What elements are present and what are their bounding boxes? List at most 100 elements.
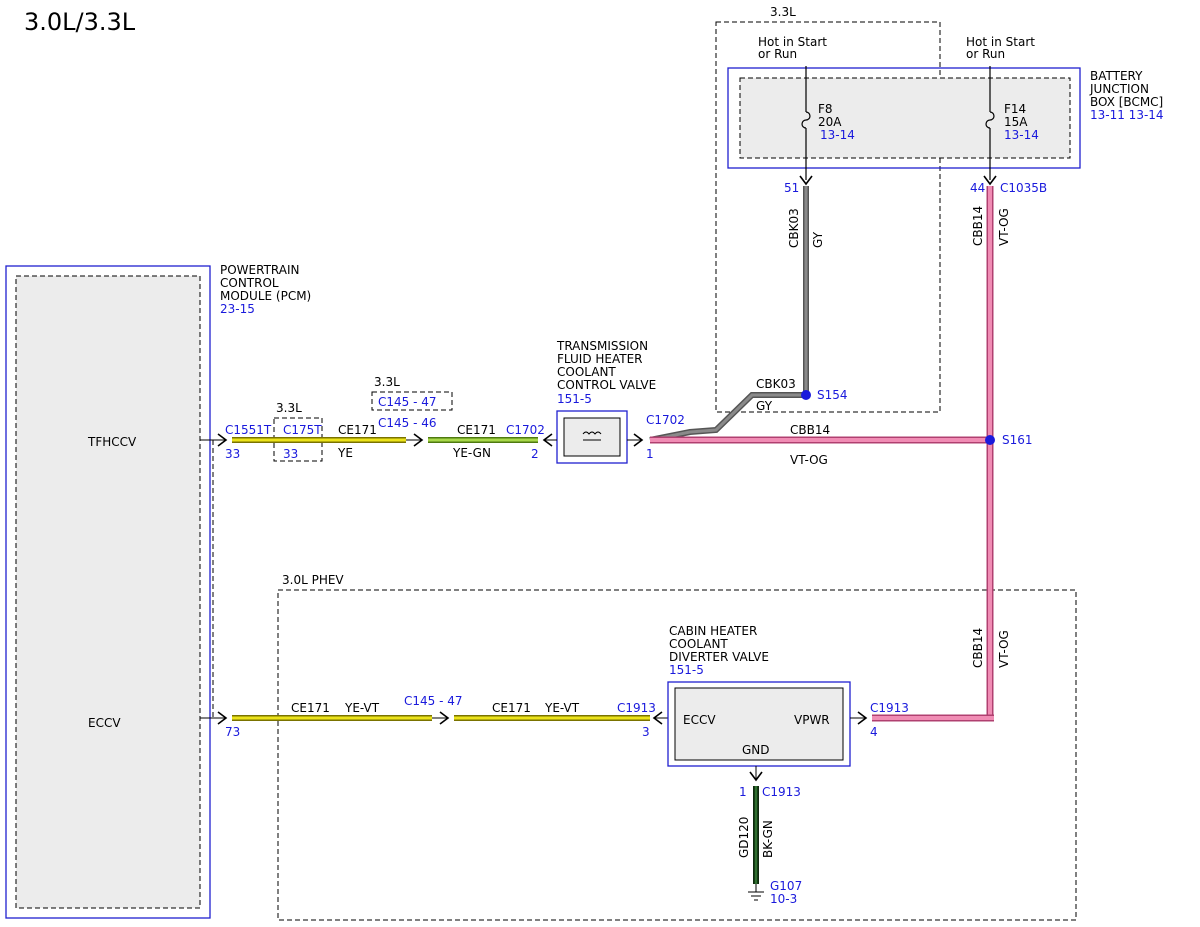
chcdv-body [674, 687, 844, 761]
ground-g107-ref: 10-3 [770, 892, 797, 906]
wire-ye-gn-label: YE-GN [452, 446, 491, 460]
region-3-3l-top [715, 21, 941, 413]
f14-name: F14 [1004, 102, 1026, 116]
connector-c1913-gnd: C1913 [762, 785, 801, 799]
wire-gy-label-v: GY [811, 231, 825, 248]
connector-c1913-left: C1913 [617, 701, 656, 715]
connector-c1702-right: C1702 [646, 413, 685, 427]
pcm-pin-eccv: ECCV [88, 716, 121, 730]
ground-g107: G107 [770, 879, 802, 893]
chcdv-ref: 151-5 [669, 663, 704, 677]
splice-s161: S161 [1002, 433, 1033, 447]
connector-c145-47-top: C145 - 47 [378, 395, 437, 409]
bjb-inner [739, 77, 1071, 159]
pin-44: 44 [970, 181, 985, 195]
chcdv-pin-eccv: ECCV [683, 713, 716, 727]
wire-ce171-label-3: CE171 [291, 701, 330, 715]
wire-ye-vt-label-1: YE-VT [344, 701, 380, 715]
f8-connector-icon [799, 175, 813, 186]
c1702-right-connector-icon [633, 433, 644, 447]
hot-label-2b: or Run [966, 47, 1005, 61]
f14-rating: 15A [1004, 115, 1028, 129]
ground-icon [748, 891, 764, 901]
pin-1-gnd: 1 [739, 785, 747, 799]
tfhccv-valve-body [563, 417, 621, 457]
pin-33a: 33 [225, 447, 240, 461]
hot-label-1b: or Run [758, 47, 797, 61]
region-phev-label: 3.0L PHEV [282, 573, 344, 587]
c1551t-connector-icon [217, 433, 228, 447]
pin73-connector-icon [217, 711, 228, 725]
connector-c1913-right: C1913 [870, 701, 909, 715]
solenoid-icon [582, 431, 602, 441]
f14-ref: 13-14 [1004, 128, 1039, 142]
c1913-gnd-connector-icon [749, 771, 763, 782]
tfhccv-valve-outline [556, 410, 628, 464]
wire-cbb14-label-v1: CBB14 [971, 206, 985, 246]
hot-label-2a: Hot in Start [966, 35, 1035, 49]
region-3-3l-top-label: 3.3L [770, 5, 796, 19]
connector-c175t: C175T [283, 423, 322, 437]
f8-fuse-icon [801, 111, 811, 129]
chcdv-pin-vpwr: VPWR [794, 713, 830, 727]
pin-33b: 33 [283, 447, 298, 461]
tfhccv-valve-name-4: CONTROL VALVE [557, 378, 656, 392]
pcm-name-2: CONTROL [220, 276, 279, 290]
region-c145-47 [371, 391, 453, 411]
f8-name: F8 [818, 102, 833, 116]
wire-ye-label: YE [337, 446, 353, 460]
wire-cbb14-label-h: CBB14 [790, 423, 830, 437]
connector-c1551t: C1551T [225, 423, 272, 437]
region-phev [277, 589, 1077, 921]
tfhccv-valve-name-3: COOLANT [557, 365, 616, 379]
tfhccv-valve-name-2: FLUID HEATER [557, 352, 643, 366]
bjb-outline [727, 67, 1081, 169]
connector-c145-46: C145 - 46 [378, 416, 437, 430]
region-c145-47-label: 3.3L [374, 375, 400, 389]
pcm-name-1: POWERTRAIN [220, 263, 300, 277]
splice-s154-icon [801, 390, 811, 400]
wire-ce171-label-1: CE171 [338, 423, 377, 437]
wire-ce171-label-2: CE171 [457, 423, 496, 437]
f8-ref: 13-14 [820, 128, 855, 142]
wire-ye-vt-label-2: YE-VT [544, 701, 580, 715]
region-c175t-label: 3.3L [276, 401, 302, 415]
pin-3: 3 [642, 725, 650, 739]
wire-cbk03-label-v: CBK03 [787, 208, 801, 248]
pin-73: 73 [225, 725, 240, 739]
hot-label-1a: Hot in Start [758, 35, 827, 49]
connector-c145-47-bottom: C145 - 47 [404, 694, 463, 708]
connector-c1702-left: C1702 [506, 423, 545, 437]
bjb-name-2: JUNCTION [1089, 82, 1149, 96]
pcm-outline [5, 265, 211, 919]
pin-1: 1 [646, 447, 654, 461]
pcm-name-3: MODULE (PCM) [220, 289, 311, 303]
bjb-name-1: BATTERY [1090, 69, 1143, 83]
tfhccv-valve-ref: 151-5 [557, 392, 592, 406]
splice-s154: S154 [817, 388, 848, 402]
chcdv-name-2: COOLANT [669, 637, 728, 651]
chcdv-outline [667, 681, 851, 767]
pin-51: 51 [784, 181, 799, 195]
c1913-right-connector-icon [857, 711, 868, 725]
f14-fuse-icon [985, 111, 995, 129]
c145-46-connector-icon [413, 433, 424, 447]
wire-vt-og-label-v1: VT-OG [997, 208, 1011, 246]
wire-cbb14-label-v2: CBB14 [971, 628, 985, 668]
chcdv-pin-gnd: GND [742, 743, 770, 757]
wire-gy-label-h: GY [756, 399, 773, 413]
wire-bk-gn-label: BK-GN [761, 820, 775, 858]
wire-vt-og-label-v2: VT-OG [997, 630, 1011, 668]
wire-ce171-label-4: CE171 [492, 701, 531, 715]
f14-connector-icon [983, 175, 997, 186]
pin-2: 2 [531, 447, 539, 461]
pcm-inner [15, 275, 201, 909]
f8-rating: 20A [818, 115, 842, 129]
wire-vt-og-label-h: VT-OG [790, 453, 828, 467]
pcm-ref: 23-15 [220, 302, 255, 316]
wire-gd120-label: GD120 [737, 817, 751, 858]
tfhccv-valve-name-1: TRANSMISSION [556, 339, 648, 353]
pin-4: 4 [870, 725, 878, 739]
